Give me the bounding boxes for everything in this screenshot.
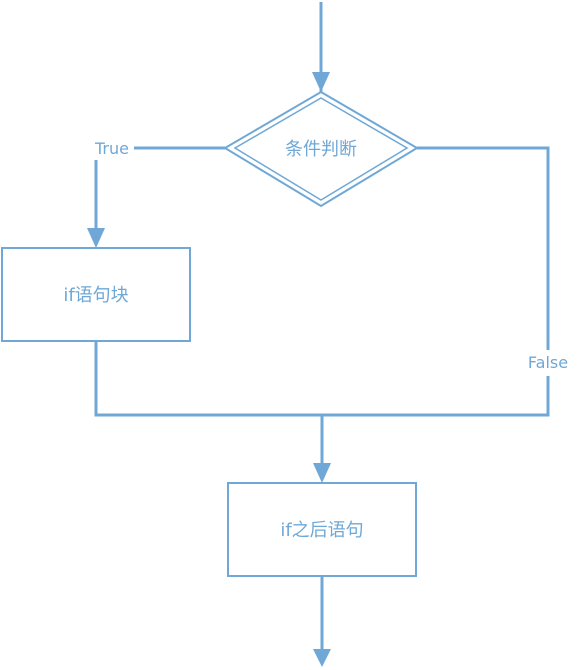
false-branch-merge-line — [322, 376, 550, 417]
if-block-label: if语句块 — [63, 285, 128, 306]
condition-label: 条件判断 — [285, 139, 357, 160]
condition-diamond-inner — [233, 97, 409, 201]
false-branch-line — [417, 146, 550, 350]
after-if-label: if之后语句 — [280, 520, 363, 541]
true-branch-arrowhead — [87, 228, 105, 248]
entry-arrowhead — [312, 72, 330, 92]
false-label: False — [528, 353, 568, 372]
condition-diamond — [223, 90, 419, 208]
if-block-merge-line — [94, 341, 322, 417]
true-label: True — [94, 139, 129, 158]
merge-arrowhead — [313, 463, 331, 483]
after-if-box — [227, 482, 417, 577]
exit-arrowhead — [313, 649, 331, 667]
